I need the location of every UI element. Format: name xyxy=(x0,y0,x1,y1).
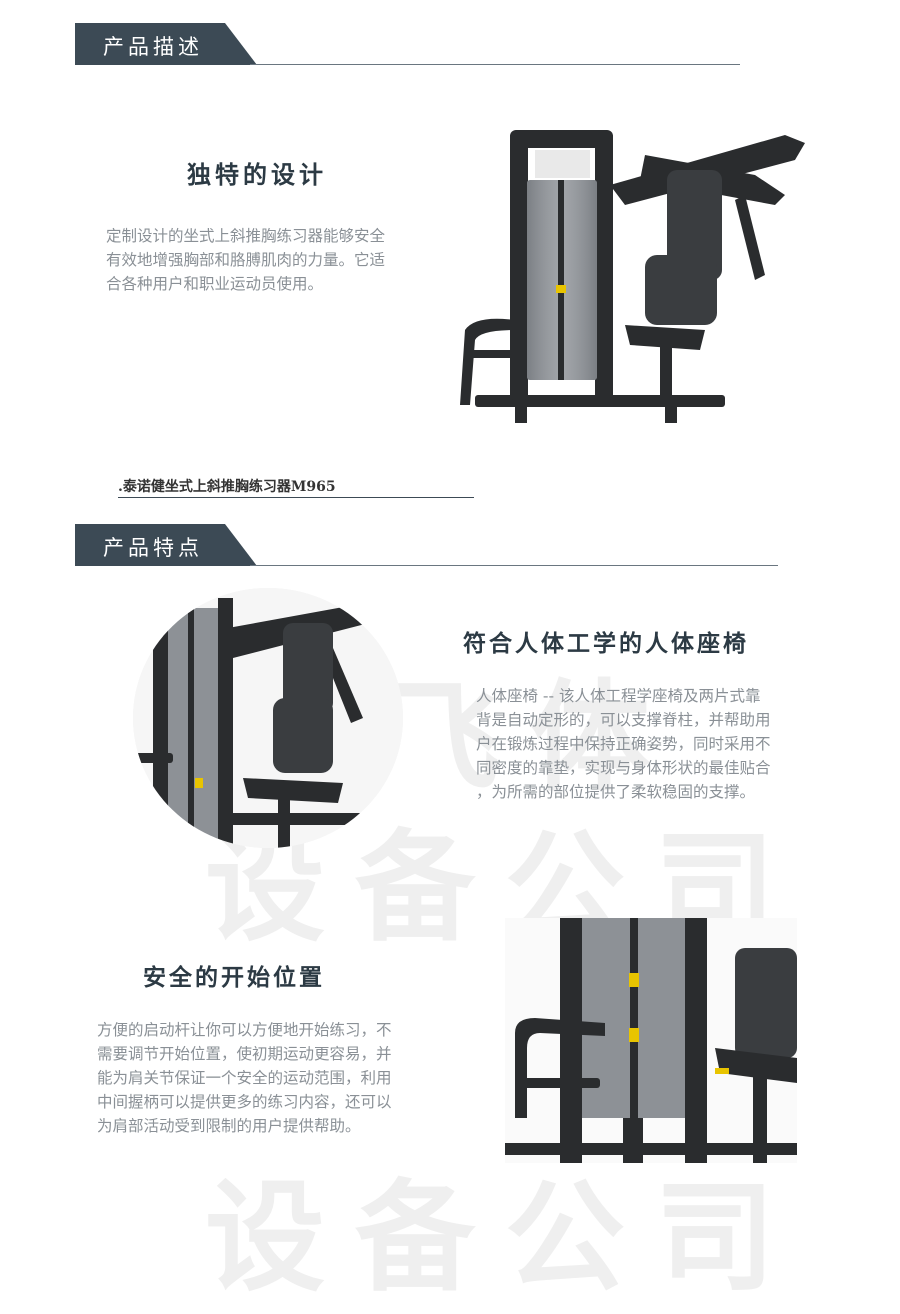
body-line: 为肩部活动受到限制的用户提供帮助。 xyxy=(97,1117,361,1135)
body-line: 定制设计的坐式上斜推胸练习器能够安全 xyxy=(106,227,386,245)
banner-rule xyxy=(250,64,740,65)
start-lever-image xyxy=(505,918,797,1163)
body-line: 人体座椅 -- 该人体工程学座椅及两片式靠 xyxy=(476,687,761,705)
product-caption: .泰诺健坐式上斜推胸练习器M965 xyxy=(118,476,474,498)
chest-press-machine-image xyxy=(460,130,805,423)
body-line: ，为所需的部位提供了柔软稳固的支撑。 xyxy=(476,783,756,801)
banner-tab xyxy=(75,23,257,65)
body-line: 能为肩关节保证一个安全的运动范围，利用 xyxy=(97,1069,392,1087)
body-line: 有效地增强胸部和胳膊肌肉的力量。它适 xyxy=(106,251,386,269)
banner-title: 产品特点 xyxy=(103,536,203,560)
seat-closeup-drawing xyxy=(133,588,403,848)
body-line: 背是自动定形的，可以支撑脊柱，并帮助用 xyxy=(476,711,771,729)
banner-tab xyxy=(75,524,257,566)
ergonomic-seat-image xyxy=(133,588,403,848)
section-banner-features: 产品特点 xyxy=(75,524,778,566)
section-banner-description: 产品描述 xyxy=(75,23,740,65)
safe-start-heading: 安全的开始位置 xyxy=(143,964,325,991)
banner-rule xyxy=(250,565,778,566)
banner-title: 产品描述 xyxy=(103,35,203,59)
body-line: 同密度的靠垫，实现与身体形状的最佳贴合 xyxy=(476,759,771,777)
safe-start-body: 方便的启动杆让你可以方便地开始练习，不 需要调节开始位置，使初期运动更容易，并 … xyxy=(97,1018,442,1138)
ergonomic-seat-body: 人体座椅 -- 该人体工程学座椅及两片式靠 背是自动定形的，可以支撑脊柱，并帮助… xyxy=(476,684,821,804)
design-heading: 独特的设计 xyxy=(187,160,327,189)
body-line: 户在锻炼过程中保持正确姿势，同时采用不 xyxy=(476,735,771,753)
body-line: 合各种用户和职业运动员使用。 xyxy=(106,275,324,293)
body-line: 中间握柄可以提供更多的练习内容，还可以 xyxy=(97,1093,392,1111)
design-body: 定制设计的坐式上斜推胸练习器能够安全 有效地增强胸部和胳膊肌肉的力量。它适 合各… xyxy=(106,224,446,296)
watermark-line2-repeat: 设备公司 xyxy=(205,1169,805,1308)
ergonomic-seat-heading: 符合人体工学的人体座椅 xyxy=(463,630,749,657)
body-line: 需要调节开始位置，使初期运动更容易，并 xyxy=(97,1045,392,1063)
body-line: 方便的启动杆让你可以方便地开始练习，不 xyxy=(97,1021,392,1039)
